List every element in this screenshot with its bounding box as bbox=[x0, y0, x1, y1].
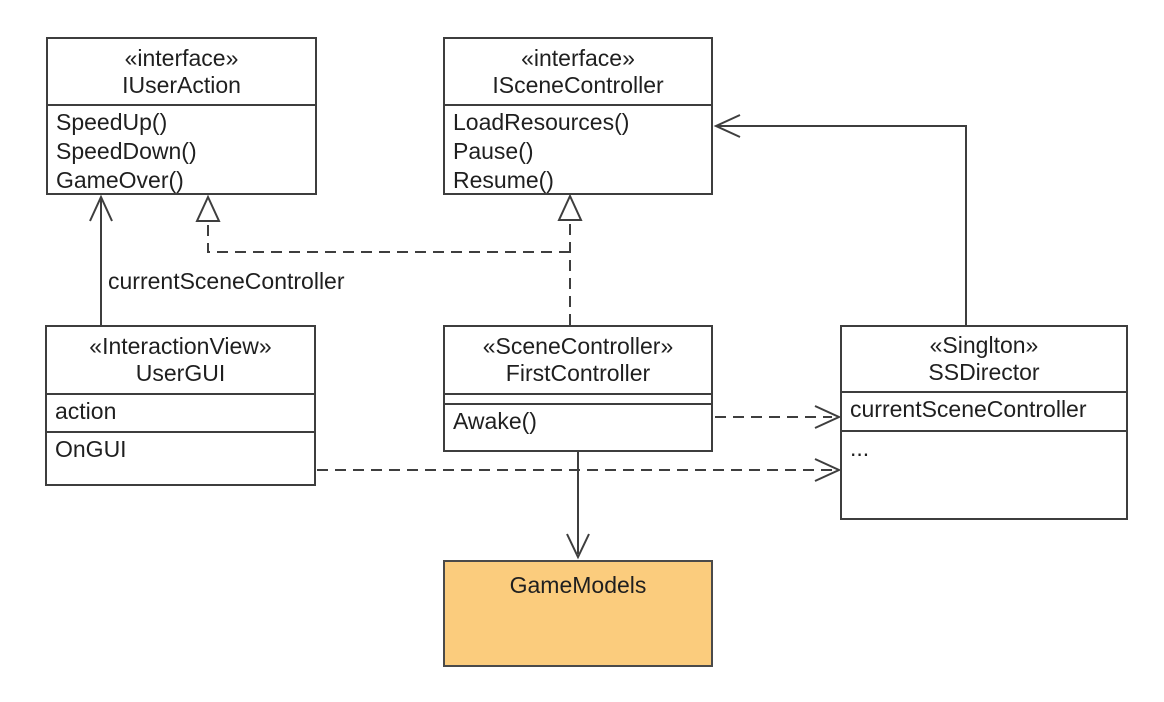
class-usergui-stereotype: «InteractionView» bbox=[89, 333, 272, 359]
class-usergui-header: «InteractionView» UserGUI bbox=[47, 327, 314, 393]
method-item: SpeedUp() bbox=[56, 109, 168, 135]
class-iscenecontroller-methods: LoadResources() Pause() Resume() bbox=[445, 104, 711, 197]
method-item: Awake() bbox=[453, 408, 537, 434]
class-ssdirector-methods: ... bbox=[842, 430, 1126, 518]
class-ssdirector: «Singlton» SSDirector currentSceneContro… bbox=[840, 325, 1128, 520]
class-iuseraction-name: IUserAction bbox=[122, 71, 241, 98]
arrowhead-usergui-ssdirector bbox=[814, 458, 842, 482]
class-ssdirector-attributes: currentSceneController bbox=[842, 391, 1126, 430]
realization-triangle-iuseraction bbox=[195, 194, 221, 222]
class-ssdirector-stereotype: «Singlton» bbox=[929, 332, 1039, 358]
class-iscenecontroller-name: ISceneController bbox=[492, 71, 664, 98]
class-iuseraction-stereotype: «interface» bbox=[124, 44, 239, 71]
attribute-item: action bbox=[55, 398, 117, 424]
class-iscenecontroller-header: «interface» ISceneController bbox=[445, 39, 711, 104]
method-item: Resume() bbox=[453, 167, 554, 193]
realization-triangle-iscenecontroller bbox=[557, 193, 583, 221]
class-iuseraction-methods: SpeedUp() SpeedDown() GameOver() bbox=[48, 104, 315, 197]
arrowhead-firstcontroller-gamemodels bbox=[566, 533, 590, 560]
method-item: LoadResources() bbox=[453, 109, 630, 135]
class-firstcontroller: «SceneController» FirstController Awake(… bbox=[443, 325, 713, 452]
class-firstcontroller-name: FirstController bbox=[505, 360, 651, 386]
realization-firstcontroller-iuseraction bbox=[207, 221, 570, 253]
class-firstcontroller-attributes bbox=[445, 393, 711, 403]
attribute-item: currentSceneController bbox=[850, 396, 1087, 422]
class-firstcontroller-methods: Awake() bbox=[445, 403, 711, 450]
class-iscenecontroller-stereotype: «interface» bbox=[521, 44, 635, 71]
node-gamemodels: GameModels bbox=[443, 560, 713, 667]
method-item: Pause() bbox=[453, 138, 534, 164]
arrowhead-usergui-iuseraction bbox=[89, 194, 113, 222]
class-iscenecontroller: «interface» ISceneController LoadResourc… bbox=[443, 37, 713, 195]
class-usergui-name: UserGUI bbox=[135, 360, 226, 386]
class-firstcontroller-stereotype: «SceneController» bbox=[482, 333, 674, 359]
class-usergui: «InteractionView» UserGUI action OnGUI bbox=[45, 325, 316, 486]
method-item: OnGUI bbox=[55, 436, 127, 462]
class-iuseraction: «interface» IUserAction SpeedUp() SpeedD… bbox=[46, 37, 317, 195]
arrowhead-firstcontroller-ssdirector bbox=[814, 405, 842, 429]
class-usergui-attributes: action bbox=[47, 393, 314, 431]
method-item: GameOver() bbox=[56, 167, 184, 193]
class-usergui-methods: OnGUI bbox=[47, 431, 314, 484]
arrowhead-ssdirector-iscenecontroller bbox=[713, 114, 741, 138]
class-ssdirector-name: SSDirector bbox=[928, 359, 1040, 385]
node-gamemodels-label: GameModels bbox=[509, 572, 647, 598]
class-firstcontroller-header: «SceneController» FirstController bbox=[445, 327, 711, 393]
class-iuseraction-header: «interface» IUserAction bbox=[48, 39, 315, 104]
method-item: SpeedDown() bbox=[56, 138, 197, 164]
association-ssdirector-iscenecontroller bbox=[717, 125, 967, 325]
class-ssdirector-header: «Singlton» SSDirector bbox=[842, 327, 1126, 391]
method-item: ... bbox=[850, 435, 870, 461]
edge-label-currentscenecontroller: currentSceneController bbox=[108, 268, 345, 294]
